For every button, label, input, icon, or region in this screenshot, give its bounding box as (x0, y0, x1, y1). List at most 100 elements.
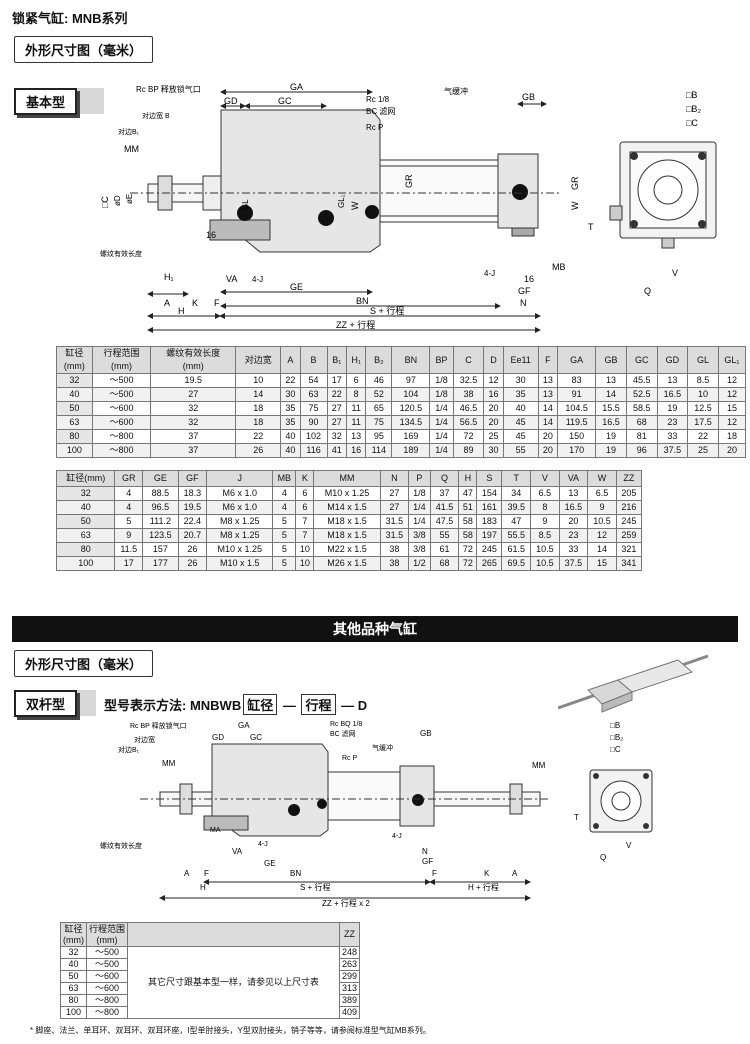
dim-a: A (164, 298, 170, 308)
table2-header-1: GR (114, 470, 144, 487)
table1-cell: 46.5 (452, 401, 485, 416)
table1-cell: 97 (391, 373, 431, 388)
table2-cell: 265 (476, 556, 503, 571)
table1-cell: 81 (625, 429, 658, 444)
d2-dim-zz-stroke: ZZ + 行程 x 2 (322, 898, 370, 908)
table1-header-20: GL₁ (717, 346, 747, 374)
table1-cell: 25 (483, 429, 504, 444)
table2-cell: 1/4 (408, 514, 431, 529)
dim-4j-right: 4-J (484, 269, 495, 278)
port-bc2 (365, 205, 379, 219)
dim-gb: GB (522, 92, 535, 102)
table2-cell: 33 (558, 542, 589, 557)
table1-header-13: Ee11 (502, 346, 539, 374)
dim-b2-end: □B₂ (686, 104, 701, 114)
d2-dim-va: VA (232, 847, 243, 856)
table2-cell: 55.5 (501, 528, 532, 543)
lock-lever (209, 219, 271, 241)
table1-cell: 56.5 (452, 415, 485, 430)
table2-cell: 10 (295, 556, 315, 571)
d2-label-across-flat: 对边宽 (134, 735, 155, 744)
zz-cell: ～500 (85, 958, 129, 971)
table2-cell: 341 (615, 556, 643, 571)
table2-header-4: J (206, 470, 274, 487)
table2-cell: 161 (476, 500, 503, 515)
table1-cell: 100 (56, 443, 93, 458)
table1-cell: 116 (299, 443, 328, 458)
table1-cell: 1/4 (429, 415, 454, 430)
table1-cell: 104 (391, 387, 431, 402)
table1-cell: 96 (625, 443, 658, 458)
d2-label-thread-len: 螺纹有效长度 (100, 841, 142, 850)
table2-cell: 47 (458, 486, 478, 501)
dim-zz-stroke: ZZ + 行程 (336, 319, 375, 330)
d2-dim-s-stroke: S + 行程 (300, 882, 330, 892)
d2-dim-gb: GB (420, 729, 432, 738)
d2-dim-cc: □C (610, 745, 621, 754)
table1-cell: 8.5 (687, 373, 719, 388)
table2-cell: 37 (429, 486, 460, 501)
table2-cell: 4 (114, 500, 144, 515)
table2-cell: 8 (530, 500, 560, 515)
table2-cell: 51 (458, 500, 478, 515)
table2-cell: M18 x 1.5 (313, 514, 381, 529)
table1-cell: 30 (502, 373, 539, 388)
table2-cell: 27 (379, 500, 410, 515)
dim-n: N (520, 298, 527, 308)
table1-cell: 27 (150, 387, 237, 402)
table1-header-1: 行程范围(mm) (91, 346, 152, 374)
dim-c: □C (100, 196, 110, 208)
table2-cell: 111.2 (142, 514, 179, 529)
table1-header-10: BP (429, 346, 454, 374)
table1-header-18: GD (656, 346, 689, 374)
table1-header-6: B₁ (326, 346, 347, 374)
table2-header-6: K (295, 470, 315, 487)
table1-cell: 91 (557, 387, 597, 402)
table2-cell: 205 (615, 486, 643, 501)
port-head (512, 184, 528, 200)
double-rod-tag: 双杆型 (14, 690, 78, 717)
table2-cell: 26 (177, 542, 208, 557)
table1-cell: 37 (150, 429, 237, 444)
table1-cell: 20 (717, 443, 747, 458)
d2-label-cushion: 气缓冲 (372, 743, 393, 752)
table1-cell: 17 (326, 373, 347, 388)
table2-header-11: H (458, 470, 478, 487)
table1-cell: 41 (326, 443, 347, 458)
zz-cell: 313 (339, 982, 361, 995)
table1-cell: 11 (345, 415, 367, 430)
table2-cell: 63 (55, 528, 116, 543)
dim-gd: GD (224, 96, 238, 106)
table2-cell: 10.5 (587, 514, 617, 529)
label-rc-p: Rc P (366, 123, 383, 132)
zz-cell: 80 (60, 994, 87, 1007)
basic-type-tag: 基本型 (14, 88, 78, 115)
table1-header-2: 螺纹有效长度(mm) (150, 346, 237, 374)
table1-cell: 65 (365, 401, 393, 416)
model-stroke-box: 行程 (301, 694, 336, 715)
double-rod-drawing-svg: Rc BP 释放锁气口 对边宽 对边B₁ GA GD GC Rc BQ 1/8 … (100, 721, 653, 908)
table1-cell: 12 (483, 373, 504, 388)
dim-gc: GC (278, 96, 292, 106)
table2-cell: 39.5 (501, 500, 532, 515)
table1-cell: 32 (56, 373, 93, 388)
table2-cell: 72 (458, 556, 478, 571)
table1-cell: 89 (452, 443, 485, 458)
table2-header-9: P (408, 470, 431, 487)
dim-16-left: 16 (206, 230, 216, 240)
d2-dim-4j-right: 4-J (392, 833, 402, 840)
dim-b-end: □B (686, 90, 697, 100)
table1-header-12: D (483, 346, 504, 374)
d2-dim-f2: F (432, 869, 437, 878)
dim-gl: GL (241, 199, 250, 210)
table2-cell: 80 (55, 542, 116, 557)
table1-cell: 52.5 (625, 387, 658, 402)
table1-cell: 58.5 (625, 401, 658, 416)
table2-cell: 1/8 (408, 486, 431, 501)
table2-cell: 15 (587, 556, 617, 571)
table1-cell: 1/4 (429, 429, 454, 444)
